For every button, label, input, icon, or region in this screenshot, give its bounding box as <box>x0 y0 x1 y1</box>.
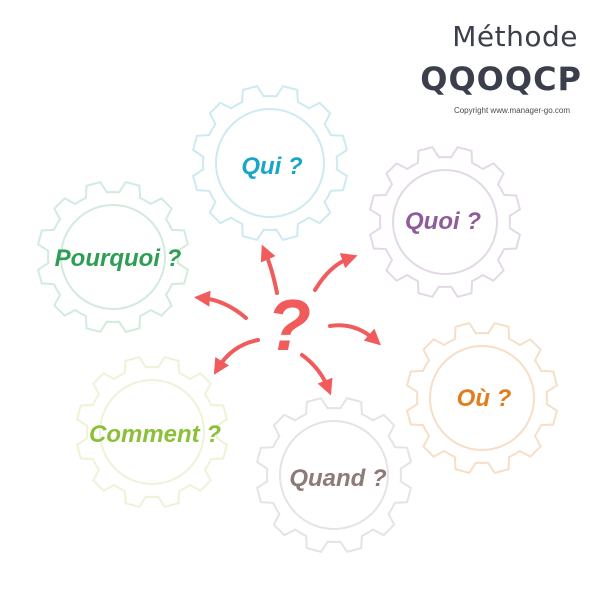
gear-ou-ring <box>429 345 535 451</box>
arrow-to-comment <box>213 338 260 375</box>
arrow-to-quoi <box>313 253 358 292</box>
gear-pourquoi-icon <box>36 180 190 334</box>
copyright-text: Copyright www.manager-go.com <box>453 106 570 115</box>
gear-qui: Qui ? <box>191 84 349 242</box>
gear-quoi-icon <box>368 145 522 299</box>
label-quand: Quand ? <box>289 465 387 492</box>
label-comment: Comment ? <box>89 421 221 448</box>
gear-qui-icon <box>191 84 349 242</box>
gear-qui-ring <box>215 108 325 218</box>
arrow-to-quand <box>300 353 333 396</box>
title-qqoqcp: QQOQCP <box>420 60 582 98</box>
arrow-to-ou <box>328 323 381 346</box>
center-arrows <box>194 244 381 396</box>
gear-quand-ring <box>279 420 389 530</box>
title-methode: Méthode <box>452 20 578 53</box>
gear-quand-icon <box>255 396 413 554</box>
gear-quoi: Quoi ? <box>368 145 522 299</box>
center-question-mark: ? <box>267 286 311 366</box>
gear-pourquoi: Pourquoi ? <box>36 180 190 334</box>
gear-quand: Quand ? <box>255 396 413 554</box>
arrow-to-qui <box>260 244 279 295</box>
gear-comment-ring <box>99 379 205 485</box>
gear-quoi-ring <box>392 169 498 275</box>
arrow-to-pourquoi <box>194 290 248 320</box>
gear-pourquoi-ring <box>60 204 166 310</box>
label-quoi: Quoi ? <box>405 208 481 235</box>
gear-comment-icon <box>75 355 229 509</box>
gear-ou: Où ? <box>405 321 559 475</box>
gear-ou-icon <box>405 321 559 475</box>
gear-comment: Comment ? <box>75 355 229 509</box>
label-qui: Qui ? <box>241 153 303 180</box>
label-ou: Où ? <box>457 385 512 412</box>
label-pourquoi: Pourquoi ? <box>55 245 182 272</box>
